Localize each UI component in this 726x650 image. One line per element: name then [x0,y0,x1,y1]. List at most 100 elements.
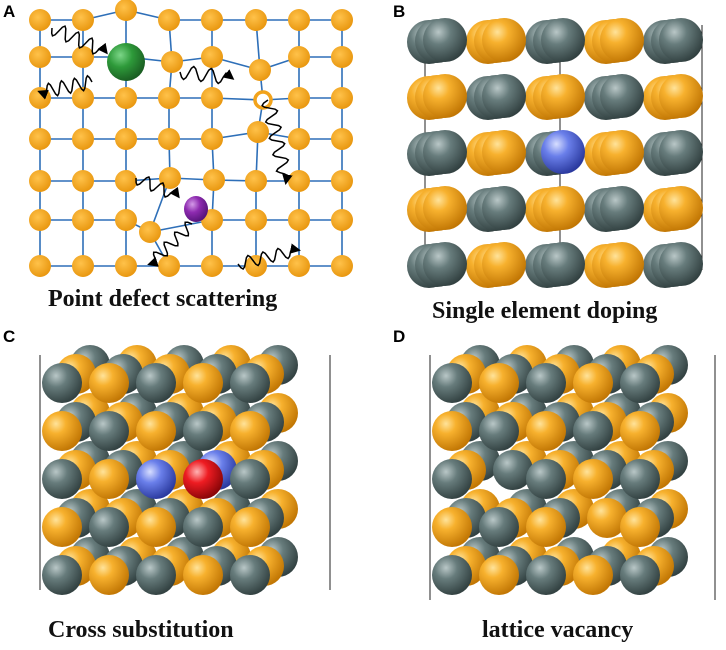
host-atom [72,87,94,109]
orange-atom [600,18,644,62]
gray-atom [620,555,660,595]
orange-atom [482,130,526,174]
host-atom [72,9,94,31]
host-atom [115,0,137,21]
orange-atom [573,555,613,595]
host-atom [288,170,310,192]
host-atom [331,170,353,192]
gray-atom [42,363,82,403]
gray-atom [526,555,566,595]
host-atom [288,87,310,109]
host-atom [72,255,94,277]
gray-atom [89,411,129,451]
gray-atom [183,507,223,547]
host-atom [245,170,267,192]
gray-atom [89,507,129,547]
host-atom [288,128,310,150]
wavy-arrow-icon [37,74,93,100]
gray-atom [136,555,176,595]
host-atom [159,167,181,189]
orange-atom [42,411,82,451]
host-atom [203,169,225,191]
blue-dopant-atom [136,459,176,499]
host-atom [29,46,51,68]
gray-atom [620,363,660,403]
orange-atom [573,459,613,499]
host-atom [331,46,353,68]
host-atom [115,170,137,192]
wavy-arrow-icon [179,65,235,85]
panel-c-crystal-cross-substitution [39,345,331,595]
orange-atom [587,498,627,538]
orange-atom [541,186,585,230]
gray-atom [541,18,585,62]
gray-atom [659,18,703,62]
gray-atom [432,363,472,403]
gray-atom [479,411,519,451]
gray-atom [423,242,467,286]
orange-atom [136,411,176,451]
host-atom [29,9,51,31]
panel-b-letter: B [393,2,406,21]
gray-atom [432,555,472,595]
gray-atom [600,186,644,230]
host-atom [29,255,51,277]
gray-atom [600,74,644,118]
host-atom [331,128,353,150]
host-atom [115,87,137,109]
panel-b-crystal-doping [407,18,703,288]
wavy-arrow-icon [147,221,193,267]
orange-atom [479,363,519,403]
orange-atom [230,507,270,547]
orange-atom [479,555,519,595]
host-atom [72,128,94,150]
purple-impurity-atom [184,196,208,222]
host-atom [29,128,51,150]
host-atom [201,87,223,109]
host-atom [161,51,183,73]
wavy-arrow-icon [237,243,301,270]
host-atom [288,255,310,277]
host-atom [139,221,161,243]
orange-atom [423,74,467,118]
orange-atom [659,186,703,230]
host-atom [115,128,137,150]
gray-atom [42,459,82,499]
wavy-arrow-icon [261,99,293,185]
orange-atom [423,186,467,230]
gray-atom [659,242,703,286]
gray-atom [230,555,270,595]
panel-b-caption: Single element doping [432,298,658,324]
panel-c-caption: Cross substitution [48,617,234,643]
orange-atom [600,242,644,286]
orange-atom [659,74,703,118]
panel-d-caption: lattice vacancy [482,617,634,643]
orange-atom [230,411,270,451]
gray-atom [423,130,467,174]
panel-c-letter: C [3,327,16,346]
gray-atom [183,411,223,451]
host-atom [201,255,223,277]
host-atom [331,87,353,109]
gray-atom [659,130,703,174]
host-atom [245,209,267,231]
orange-atom [89,363,129,403]
host-atom [115,209,137,231]
orange-atom [526,411,566,451]
host-atom [288,46,310,68]
host-atom [247,121,269,143]
host-atom [288,9,310,31]
gray-atom [42,555,82,595]
gray-atom [573,411,613,451]
gray-atom [432,459,472,499]
host-atom [158,128,180,150]
red-dopant-atom [183,459,223,499]
gray-atom [493,450,533,490]
panel-d-letter: D [393,327,406,346]
orange-atom [526,507,566,547]
host-atom [72,170,94,192]
orange-atom [482,242,526,286]
gray-atom [482,74,526,118]
gray-atom [482,186,526,230]
